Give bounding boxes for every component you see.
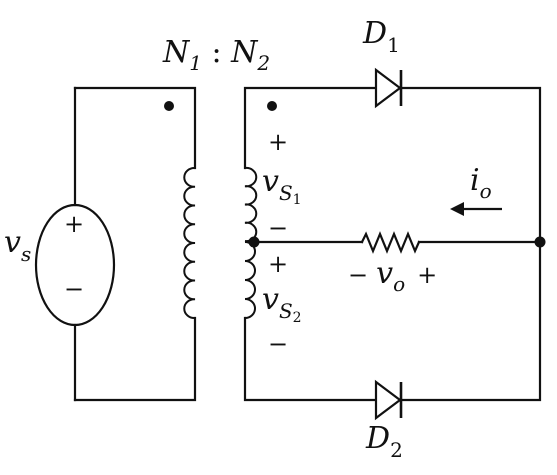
vs1-minus: −: [268, 214, 288, 242]
io-arrow-head: [450, 202, 464, 216]
vs1-plus: +: [268, 128, 288, 156]
primary-wire-bottom: [73, 316, 197, 402]
source-minus: −: [64, 275, 84, 303]
d1-label: D1: [362, 16, 400, 57]
secondary-wire-bottom: [243, 316, 378, 402]
primary-wire-top: [73, 86, 197, 170]
secondary-winding-lower: [244, 241, 256, 319]
vs2-minus: −: [268, 330, 288, 358]
vs2-label: vS2: [262, 282, 302, 326]
vs1-label: vS1: [262, 164, 302, 208]
primary-winding: [183, 166, 196, 320]
vs2-plus: +: [268, 250, 288, 278]
secondary-winding-upper: [244, 166, 258, 243]
center-tap-node: [248, 236, 260, 248]
diode-d2: [374, 379, 402, 421]
source-label: vs: [4, 225, 31, 266]
secondary-wire-top: [243, 86, 378, 170]
diode-d1: [374, 67, 402, 109]
load-resistor: [360, 231, 421, 254]
output-node: [534, 236, 546, 248]
d2-label: D2: [365, 421, 403, 462]
vo-label: −vo+: [348, 256, 437, 296]
primary-polarity-dot: [164, 101, 174, 111]
turns-ratio-label: N1 : N2: [162, 35, 270, 75]
source-plus: +: [64, 210, 84, 238]
secondary-polarity-dot: [267, 101, 277, 111]
ac-source: [34, 203, 116, 327]
io-label: io: [470, 163, 492, 203]
wire-d1-to-node: [399, 86, 542, 402]
